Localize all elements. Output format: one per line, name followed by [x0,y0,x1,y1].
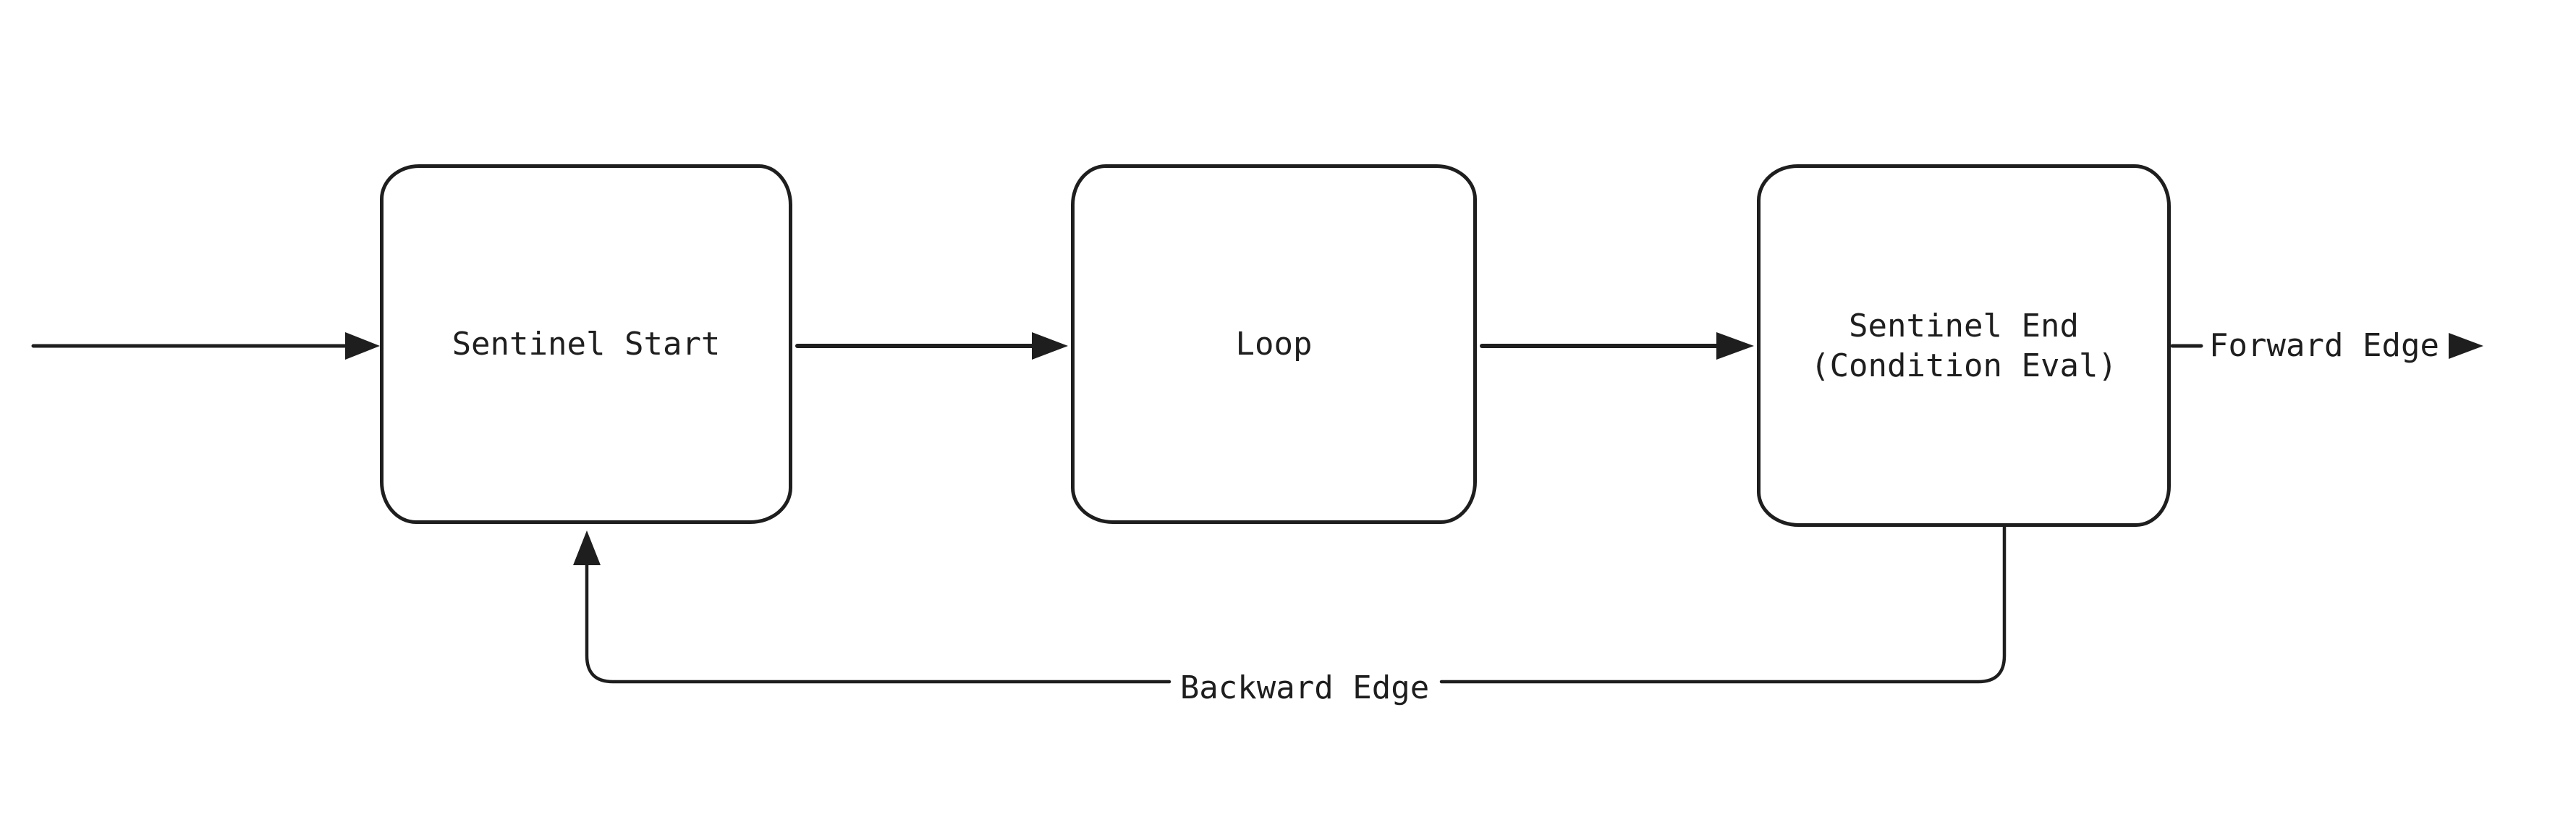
loop-to-end-arrowhead-icon [1716,332,1754,360]
backward-edge-label: Backward Edge [1179,669,1430,706]
forward-edge-arrow [2170,333,2483,359]
node-sentinel-end-label-line2: (Condition Eval) [1810,347,2117,384]
forward-edge-label: Forward Edge [2209,327,2439,364]
loop-to-end-arrow [1480,332,1754,360]
backward-edge-arrow [573,524,2007,684]
start-to-loop-arrowhead-icon [1032,332,1068,360]
start-to-loop-arrow [795,332,1068,360]
backward-edge-arrowhead-icon [573,530,601,565]
forward-edge-arrowhead-icon [2449,333,2483,359]
node-sentinel-start: Sentinel Start [380,164,792,524]
node-sentinel-start-label: Sentinel Start [452,326,721,363]
node-loop: Loop [1071,164,1477,524]
node-sentinel-end-label-line1: Sentinel End [1849,307,2079,344]
node-loop-label: Loop [1235,326,1313,363]
entry-arrowhead-icon [345,332,380,360]
entry-arrow [31,332,380,360]
node-sentinel-end: Sentinel End (Condition Eval) [1757,164,2171,527]
